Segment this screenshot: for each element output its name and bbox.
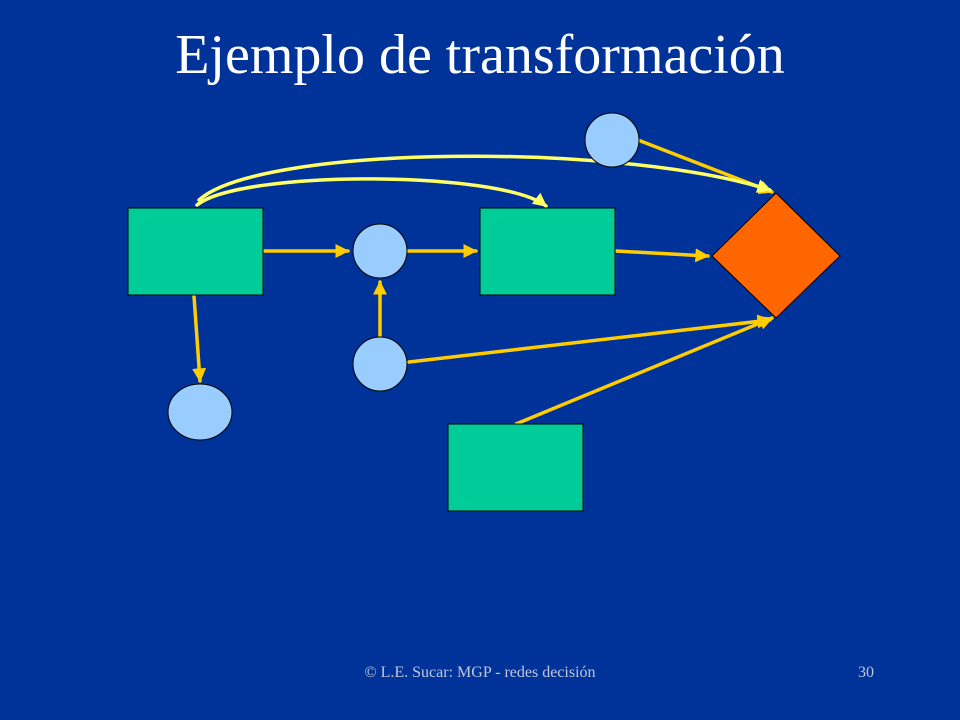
decision-node-2 [479,207,616,296]
arc-decision2-to-utility [614,248,710,263]
footer-credit: © L.E. Sucar: MGP - redes decisión [364,664,596,681]
decision-node-3 [447,423,584,512]
chance-node-lower [352,336,408,392]
utility-node [711,192,841,319]
decision-node-1 [127,207,264,296]
arc-decision1-to-utility-curved [197,154,772,202]
nodes [127,112,841,512]
arc-chance-lower-to-utility [407,314,772,364]
chance-node-middle [352,223,408,279]
chance-node-bottom-left [167,383,233,441]
arc-decision3-to-utility [514,316,774,426]
arcs [192,138,774,426]
arc-decision1-to-chance-bottom-left [192,294,207,383]
slide-title: Ejemplo de transformación [175,24,785,86]
chance-node-top [584,112,640,168]
arc-decision1-to-decision2-curved [195,177,548,208]
page-number: 30 [858,664,874,681]
